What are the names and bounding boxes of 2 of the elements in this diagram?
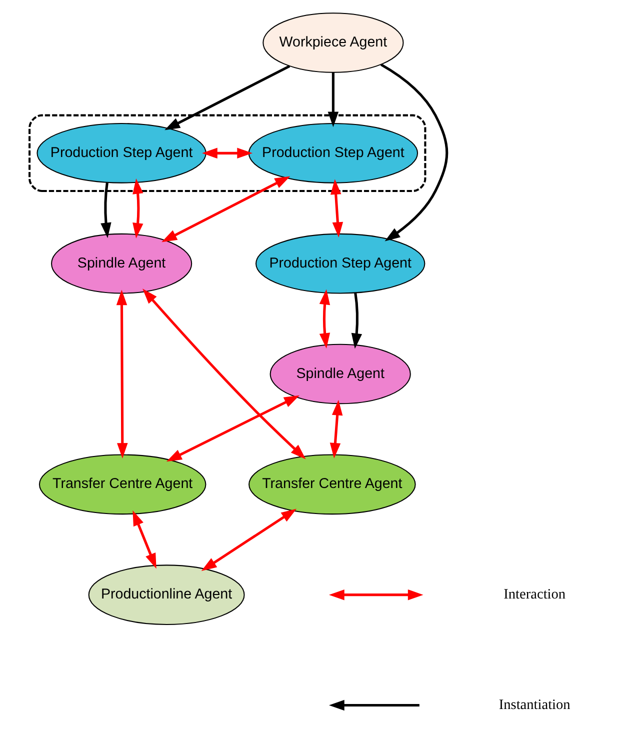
legend-label: Instantiation	[498, 696, 570, 713]
legend-label: Interaction	[503, 586, 566, 602]
